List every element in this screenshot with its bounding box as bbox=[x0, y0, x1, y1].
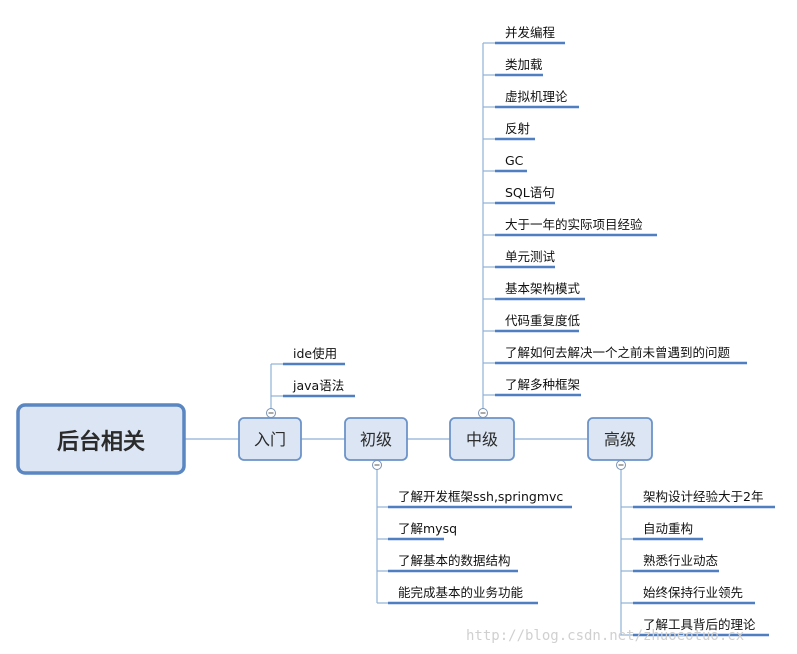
leaf-item-junior[interactable]: 了解mysq bbox=[388, 521, 457, 541]
stage-label: 入门 bbox=[254, 430, 286, 449]
leaf-item-middle[interactable]: 虚拟机理论 bbox=[495, 89, 579, 109]
leaf-item-middle[interactable]: 单元测试 bbox=[495, 249, 556, 269]
stage-node-intro[interactable]: 入门 bbox=[238, 417, 302, 461]
root-node[interactable]: 后台相关 bbox=[16, 403, 186, 475]
stage-label: 高级 bbox=[604, 430, 636, 449]
stage-label: 中级 bbox=[466, 430, 498, 449]
leaf-label: 自动重构 bbox=[643, 521, 693, 536]
leaf-label: 类加载 bbox=[505, 57, 543, 72]
leaf-label: 了解如何去解决一个之前未曾遇到的问题 bbox=[505, 345, 731, 360]
leaf-item-middle[interactable]: 并发编程 bbox=[495, 25, 565, 45]
leaf-label: 代码重复度低 bbox=[505, 313, 581, 328]
leaf-label: 了解多种框架 bbox=[505, 377, 580, 392]
leaf-item-senior[interactable]: 自动重构 bbox=[633, 521, 703, 541]
leaf-item-senior[interactable]: 熟悉行业动态 bbox=[633, 553, 719, 573]
leaf-item-intro[interactable]: ide使用 bbox=[283, 346, 345, 366]
leaf-label: 了解基本的数据结构 bbox=[398, 553, 511, 568]
root-label: 后台相关 bbox=[57, 429, 145, 455]
stage-node-box bbox=[449, 417, 515, 461]
leaf-label: 大于一年的实际项目经验 bbox=[505, 217, 643, 232]
collapse-toggles bbox=[266, 408, 626, 470]
leaf-label: GC bbox=[505, 153, 524, 168]
leaf-item-middle[interactable]: GC bbox=[495, 153, 527, 173]
connectors bbox=[184, 42, 633, 636]
stage-node-middle[interactable]: 中级 bbox=[449, 417, 515, 461]
stage-nodes: 后台相关 入门 初级 中级 高级 bbox=[16, 403, 653, 475]
leaf-label: 基本架构模式 bbox=[505, 281, 581, 296]
leaf-label: SQL语句 bbox=[505, 185, 555, 200]
collapse-minus-icon[interactable] bbox=[616, 460, 626, 470]
leaf-item-junior[interactable]: 了解开发框架ssh,springmvc bbox=[388, 489, 572, 509]
stage-label: 初级 bbox=[360, 430, 392, 449]
leaf-item-middle[interactable]: 类加载 bbox=[495, 57, 543, 77]
leaf-label: 能完成基本的业务功能 bbox=[398, 585, 524, 600]
leaf-item-junior[interactable]: 了解基本的数据结构 bbox=[388, 553, 518, 573]
leaf-item-middle[interactable]: 基本架构模式 bbox=[495, 281, 585, 301]
leaf-label: 反射 bbox=[505, 121, 530, 136]
collapse-minus-icon[interactable] bbox=[266, 408, 276, 418]
stage-node-junior[interactable]: 初级 bbox=[344, 417, 408, 461]
leaf-label: 了解mysq bbox=[398, 521, 457, 536]
leaf-label: 了解开发框架ssh,springmvc bbox=[398, 489, 563, 504]
collapse-minus-icon[interactable] bbox=[372, 460, 382, 470]
leaf-label: 始终保持行业领先 bbox=[643, 585, 743, 600]
leaf-label: java语法 bbox=[292, 378, 344, 393]
leaf-item-middle[interactable]: SQL语句 bbox=[495, 185, 555, 205]
leaf-item-senior[interactable]: 始终保持行业领先 bbox=[633, 585, 755, 605]
stage-node-box bbox=[587, 417, 653, 461]
leaf-item-middle[interactable]: 了解多种框架 bbox=[495, 377, 581, 397]
leaf-item-senior[interactable]: 了解工具背后的理论 bbox=[633, 617, 769, 637]
leaf-item-middle[interactable]: 代码重复度低 bbox=[495, 313, 581, 333]
leaf-label: 架构设计经验大于2年 bbox=[643, 489, 763, 504]
leaf-label: 了解工具背后的理论 bbox=[643, 617, 756, 632]
leaf-item-intro[interactable]: java语法 bbox=[283, 378, 355, 398]
leaf-label: 熟悉行业动态 bbox=[643, 553, 718, 568]
leaf-item-senior[interactable]: 架构设计经验大于2年 bbox=[633, 489, 775, 509]
leaf-label: 并发编程 bbox=[505, 25, 556, 40]
collapse-minus-icon[interactable] bbox=[478, 408, 488, 418]
stage-node-senior[interactable]: 高级 bbox=[587, 417, 653, 461]
leaf-item-middle[interactable]: 反射 bbox=[495, 121, 535, 141]
leaf-item-junior[interactable]: 能完成基本的业务功能 bbox=[388, 585, 538, 605]
leaf-label: ide使用 bbox=[293, 346, 337, 361]
leaf-item-middle[interactable]: 大于一年的实际项目经验 bbox=[495, 217, 657, 237]
leaf-item-middle[interactable]: 了解如何去解决一个之前未曾遇到的问题 bbox=[495, 345, 747, 365]
stage-node-box bbox=[344, 417, 408, 461]
root-node-box bbox=[16, 403, 186, 475]
leaf-label: 单元测试 bbox=[505, 249, 556, 264]
watermark: http://blog.csdn.net/zhuoeotuo.cx bbox=[466, 628, 744, 644]
stage-node-box bbox=[238, 417, 302, 461]
leaf-label: 虚拟机理论 bbox=[505, 89, 568, 104]
